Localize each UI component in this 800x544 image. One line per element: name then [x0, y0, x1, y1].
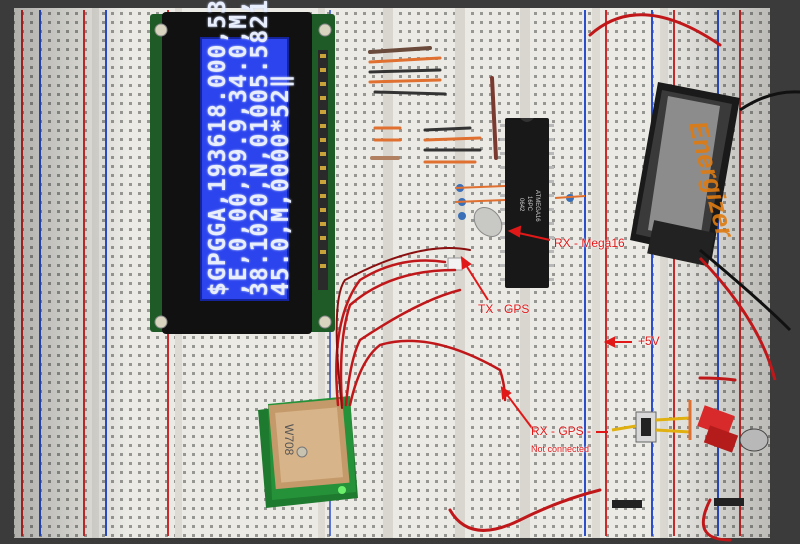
annotation-arrows	[460, 225, 632, 433]
battery-9v	[630, 82, 800, 381]
lcd-line-4: 45.0,M,0000*52‖	[268, 73, 294, 296]
chip-label-1: ATMEGA16	[534, 190, 540, 222]
annotation-rx-mega16: RX - Mega16	[554, 236, 625, 250]
annotation-tx-gps: TX - GPS	[478, 302, 530, 316]
chip-label-3: 0642	[518, 198, 524, 212]
power-wires	[448, 13, 737, 542]
atmega16-chip	[500, 118, 554, 288]
lcd-module	[150, 12, 335, 334]
voltage-regulator	[611, 400, 692, 443]
annotation-plus5v: +5V	[638, 334, 660, 348]
annotation-rx-gps: RX - GPS -	[531, 424, 592, 438]
gps-wires	[335, 247, 507, 409]
crystal-and-capacitors	[447, 184, 586, 271]
gps-module	[258, 396, 358, 508]
switch-and-jack	[612, 405, 769, 508]
chip-label-2: 16PC	[526, 196, 532, 212]
annotation-not-connected: Not connected	[531, 444, 590, 454]
gps-module-label: W708	[282, 424, 296, 456]
resistor-array	[368, 46, 498, 164]
breadboard	[14, 8, 770, 538]
